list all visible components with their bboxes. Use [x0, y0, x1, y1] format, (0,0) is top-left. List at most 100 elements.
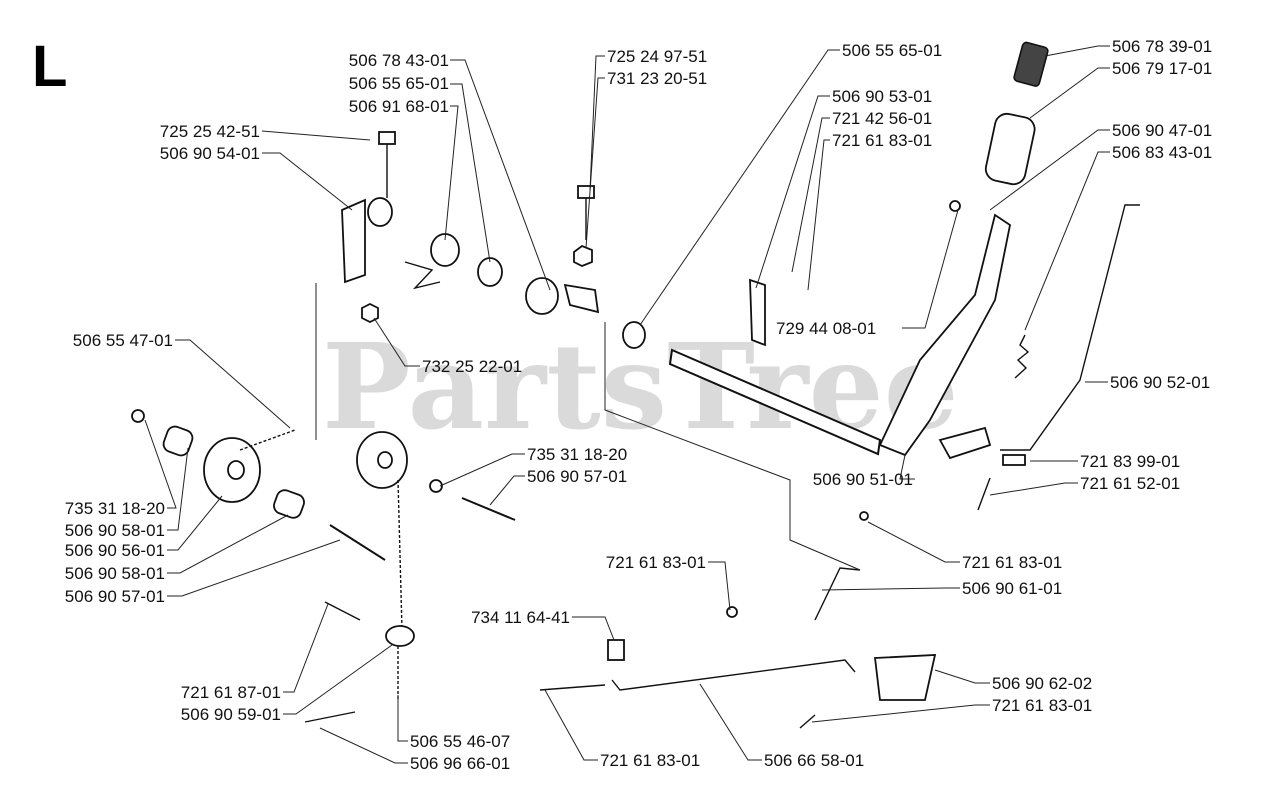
part-label: 506 78 39-01 — [1112, 37, 1212, 56]
pivot-arm — [563, 283, 600, 314]
spacer-2 — [273, 489, 305, 519]
leader-721618301-b — [867, 521, 960, 563]
lock-nut — [607, 639, 625, 661]
rod-pin — [539, 684, 606, 691]
part-label: 506 90 62-02 — [992, 674, 1092, 693]
torsion-spring — [430, 233, 460, 267]
part-label: 506 55 46-07 — [410, 732, 510, 751]
leader-721618301-a — [807, 139, 830, 291]
leader-506905801-a — [167, 447, 189, 531]
leader-721618701 — [283, 603, 329, 693]
part-label: 725 24 97-51 — [607, 47, 707, 66]
part-label: 721 61 83-01 — [606, 553, 706, 572]
leader-506905701-b — [167, 539, 341, 597]
part-label: 506 90 57-01 — [527, 467, 627, 486]
leader-506916801 — [444, 105, 459, 241]
clevis-bolt — [1002, 454, 1026, 466]
axle-pin-1 — [461, 497, 516, 521]
part-label: 721 42 56-01 — [832, 109, 932, 128]
leader-721618301-d — [811, 704, 990, 723]
pedal-grip — [984, 112, 1036, 186]
bushing — [477, 257, 503, 287]
pivot-hub — [525, 277, 559, 315]
part-label: 721 61 83-01 — [992, 696, 1092, 715]
leader-506905801-b — [167, 514, 289, 574]
bolt-head-2 — [577, 185, 595, 199]
part-label: 506 96 66-01 — [410, 754, 510, 773]
leader-506665801 — [699, 683, 762, 761]
part-label: 506 90 54-01 — [160, 144, 260, 163]
leader-721618301-e — [544, 689, 598, 761]
linkage-rod-upper — [814, 567, 861, 621]
part-label: 721 61 83-01 — [832, 131, 932, 150]
leader-506905701-a — [489, 475, 525, 506]
part-label: 731 23 20-51 — [607, 69, 707, 88]
leader-725249751 — [589, 55, 605, 191]
part-label: 506 55 65-01 — [349, 74, 449, 93]
part-label: 506 91 68-01 — [349, 97, 449, 116]
spacer-1 — [162, 425, 194, 457]
leader-735311820-a — [439, 453, 525, 487]
part-label: 506 66 58-01 — [764, 751, 864, 770]
part-label: 506 90 53-01 — [832, 87, 932, 106]
part-label: 721 61 83-01 — [962, 553, 1062, 572]
pin-upper — [859, 511, 869, 521]
part-label: 734 11 64-41 — [471, 608, 570, 627]
leader-lines — [144, 45, 1110, 764]
part-label: 506 90 56-01 — [65, 541, 165, 560]
chain-2 — [397, 479, 403, 631]
part-label: 506 90 52-01 — [1110, 373, 1210, 392]
shaft-bushing — [622, 321, 646, 349]
leader-506784301 — [450, 59, 551, 291]
part-label: 506 90 51-01 — [813, 470, 913, 489]
bracket-hole — [367, 197, 393, 227]
clevis-pin — [977, 477, 991, 511]
part-label: 506 90 47-01 — [1112, 121, 1212, 140]
part-label: 506 83 43-01 — [1112, 143, 1212, 162]
guide-line-2 — [604, 322, 861, 571]
washer-2 — [429, 479, 443, 493]
chain-anchor — [385, 625, 415, 647]
part-label: 729 44 08-01 — [776, 319, 876, 338]
mount-bracket — [341, 198, 366, 284]
cotter-pin-1 — [324, 601, 361, 621]
leader-731232051 — [585, 77, 605, 249]
leader-506906101 — [821, 587, 960, 591]
leader-506554701 — [175, 339, 291, 429]
leader-734116441 — [572, 616, 615, 641]
leader-506966601 — [319, 727, 408, 764]
part-label: 506 90 57-01 — [65, 587, 165, 606]
part-label: 721 83 99-01 — [1080, 452, 1180, 471]
leader-506905101 — [899, 454, 915, 480]
leader-732252201 — [373, 317, 420, 367]
leader-721615201 — [989, 482, 1078, 496]
leader-506905401 — [262, 152, 353, 211]
part-label: 506 55 65-01 — [842, 41, 942, 60]
nut — [361, 302, 379, 324]
leader-506556501-b — [639, 49, 840, 326]
cotter-pin-3 — [799, 714, 816, 729]
screw — [949, 200, 961, 212]
leader-506834301 — [1024, 151, 1110, 331]
part-label: 732 25 22-01 — [422, 357, 522, 376]
leader-506554607 — [397, 695, 408, 742]
leader-721618301-c — [708, 561, 731, 611]
drive-pulley-hub — [377, 451, 393, 469]
idler-pulley-hub — [227, 460, 245, 480]
leader-506791701 — [1029, 67, 1110, 119]
arm-plate — [873, 654, 937, 701]
grip-cap — [1013, 41, 1049, 87]
part-label: 725 25 42-51 — [160, 122, 260, 141]
washer-1 — [131, 409, 145, 423]
part-label: 721 61 83-01 — [600, 751, 700, 770]
part-label: 506 55 47-01 — [73, 331, 173, 350]
leader-506905301 — [755, 95, 830, 289]
part-label: 735 31 18-20 — [65, 499, 165, 518]
part-label: 506 90 59-01 — [181, 705, 281, 724]
leader-506905601 — [167, 495, 223, 551]
cotter-pin-2 — [304, 711, 356, 723]
leader-506905901 — [283, 644, 393, 715]
main-shaft — [668, 348, 882, 456]
part-labels: 506 78 43-01 506 55 65-01 506 91 68-01 7… — [65, 37, 1212, 773]
